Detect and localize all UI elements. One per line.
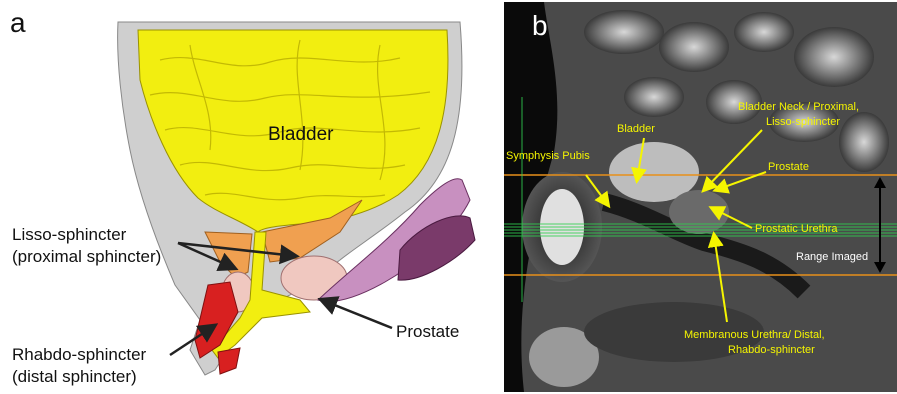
rhabdo-label-line1: Rhabdo-sphincter bbox=[12, 345, 147, 364]
rhabdo-sphincter-lower bbox=[218, 348, 240, 374]
panel-b-mri-image: b Bladder Neck / Proximal, Lisso-sphinct… bbox=[504, 2, 897, 392]
prostatic-urethra-label: Prostatic Urethra bbox=[755, 223, 838, 235]
bladder-neck-label-line2: Lisso-sphincter bbox=[766, 116, 840, 128]
mri-bladder-label: Bladder bbox=[617, 123, 655, 135]
anatomy-illustration: a Bladder Lisso-sphincter (proximal sphi… bbox=[0, 0, 498, 394]
symphysis-label: Symphysis Pubis bbox=[506, 150, 590, 162]
prostate-label: Prostate bbox=[396, 322, 459, 341]
panel-a-anatomy-drawing: a Bladder Lisso-sphincter (proximal sphi… bbox=[0, 0, 498, 394]
range-imaged-label: Range Imaged bbox=[796, 251, 868, 263]
lisso-label-line1: Lisso-sphincter bbox=[12, 225, 127, 244]
prostate-arrow bbox=[322, 300, 392, 328]
rhabdo-label-line2: (distal sphincter) bbox=[12, 367, 137, 386]
panel-b-letter: b bbox=[532, 10, 548, 41]
panel-a-letter: a bbox=[10, 7, 26, 38]
lisso-label-line2: (proximal sphincter) bbox=[12, 247, 161, 266]
mri-scan: b Bladder Neck / Proximal, Lisso-sphinct… bbox=[504, 2, 897, 392]
membranous-label-line1: Membranous Urethra/ Distal, bbox=[684, 329, 825, 341]
mri-prostate-label: Prostate bbox=[768, 161, 809, 173]
membranous-label-line2: Rhabdo-sphincter bbox=[728, 344, 815, 356]
bladder-label: Bladder bbox=[268, 124, 334, 145]
bladder-neck-label-line1: Bladder Neck / Proximal, bbox=[738, 101, 859, 113]
